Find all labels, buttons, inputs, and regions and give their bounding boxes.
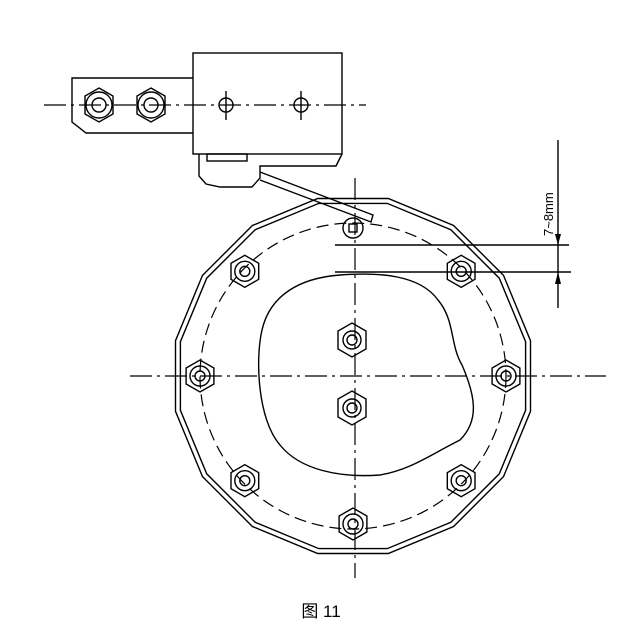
flange bbox=[130, 178, 606, 578]
flange-bolt-icon bbox=[230, 254, 260, 289]
bracket-arm bbox=[71, 77, 193, 134]
hex-nut-icon bbox=[136, 87, 166, 123]
center-bolt-icon bbox=[337, 322, 367, 358]
flange-bolt-icon bbox=[338, 507, 368, 541]
flange-inner-edge bbox=[179, 202, 527, 550]
flange-bolt-icon bbox=[185, 359, 215, 393]
flange-bolt-icon bbox=[342, 217, 364, 239]
dimension-label: 7~8mm bbox=[541, 192, 556, 236]
gap-dimension: 7~8mm bbox=[335, 140, 571, 308]
bracket-assembly bbox=[44, 52, 374, 223]
figure-caption: 图 11 bbox=[301, 602, 341, 621]
mounting-hole-icon bbox=[218, 91, 234, 120]
switch-housing bbox=[198, 153, 343, 188]
hex-nut-icon bbox=[84, 87, 114, 123]
flange-bolt-icon bbox=[491, 359, 521, 393]
bracket-body bbox=[192, 52, 343, 155]
center-bolt-icon bbox=[337, 390, 367, 426]
flange-bolt-icon bbox=[230, 463, 260, 498]
cam-profile bbox=[257, 273, 475, 477]
switch-lever bbox=[259, 171, 374, 223]
mounting-hole-icon bbox=[293, 91, 309, 120]
bracket-tab bbox=[206, 153, 248, 162]
flange-outer-edge bbox=[174, 197, 532, 555]
flange-bolt-icon bbox=[446, 463, 476, 498]
